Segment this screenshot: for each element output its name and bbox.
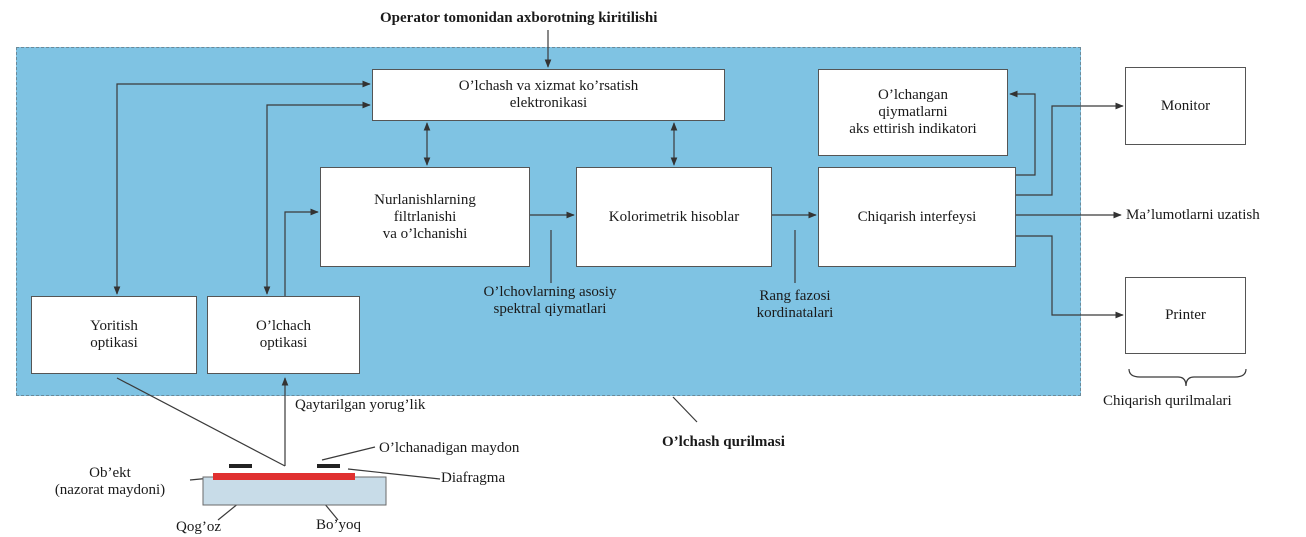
paint-layer [213,473,355,480]
measuring-device-label: O’lchash qurilmasi [662,434,785,450]
paper-layer [202,476,387,506]
measuring-optics-box: O’lchach optikasi [207,296,360,374]
printer-box: Printer [1125,277,1246,354]
reflected-light-label: Qaytarilgan yorug’lik [295,397,426,413]
diaphragm-label: Diafragma [441,470,506,486]
interface-box: Chiqarish interfeysi [818,167,1016,267]
paper-label: Qog’oz [176,519,221,535]
color-space-label: Rang fazosi kordinatalari [756,288,834,321]
operator-input-title: Operator tomonidan axborotning kiritilis… [380,10,658,26]
electronics-box: O’lchash va xizmat ko’rsatish elektronik… [372,69,725,121]
measured-area-label: O’lchanadigan maydon [379,440,520,456]
monitor-box: Monitor [1125,67,1246,145]
colorimetric-box: Kolorimetrik hisoblar [576,167,772,267]
object-label: Ob’ekt (nazorat maydoni) [54,465,166,498]
data-transfer-label: Ma’lumotlarni uzatish [1126,207,1260,223]
indicator-box: O’lchangan qiymatlarni aks ettirish indi… [818,69,1008,156]
diaphragm-right [317,464,340,468]
diaphragm-left [229,464,252,468]
illumination-optics-box: Yoritish optikasi [31,296,197,374]
paint-label: Bo’yoq [316,517,361,533]
output-devices-label: Chiqarish qurilmalari [1103,393,1232,409]
spectral-values-label: O’lchovlarning asosiy spektral qiymatlar… [483,284,617,317]
